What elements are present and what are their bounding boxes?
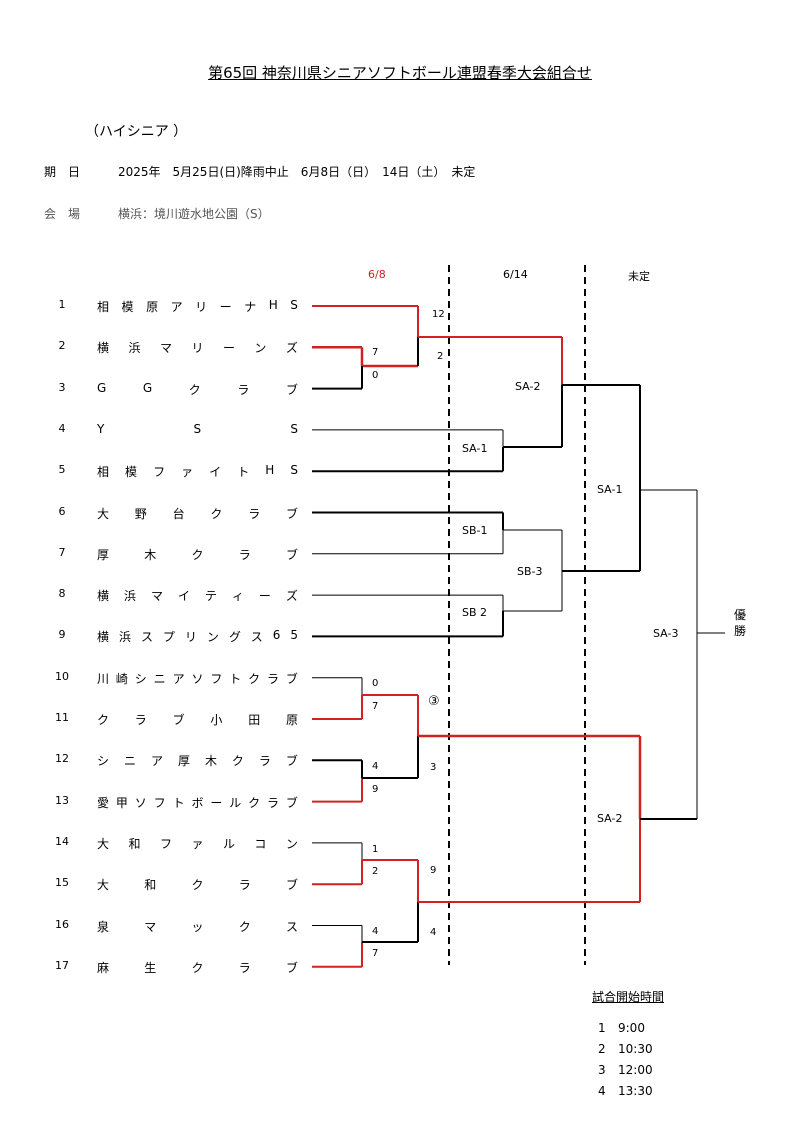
team-number: 9 — [58, 628, 66, 642]
venue-row: 会 場 横浜：境川遊水地公園（S） — [44, 205, 270, 222]
score: 1 — [372, 844, 379, 855]
score: 7 — [372, 701, 379, 712]
match-node-sb1: SB-1 — [462, 524, 488, 537]
score: 12 — [432, 309, 445, 320]
team-number: 6 — [58, 504, 66, 518]
start-time-row: 3 12:00 — [598, 1063, 653, 1077]
team-number: 2 — [58, 339, 66, 353]
score: 4 — [430, 927, 437, 938]
semifinal-node-sa2: SA-2 — [597, 812, 623, 825]
team-number: 17 — [55, 958, 69, 972]
score: 9 — [372, 784, 379, 795]
team-number: 3 — [58, 380, 66, 394]
team-number: 7 — [58, 545, 66, 559]
date-label: 期 日 — [44, 165, 81, 179]
final-node-sa3: SA-3 — [653, 627, 679, 640]
team-number: 14 — [55, 834, 69, 848]
game-number: 2 — [598, 1042, 606, 1056]
team-number: 13 — [55, 793, 69, 807]
team-number: 1 — [58, 298, 66, 311]
team-name: 横浜マイティーズ — [97, 589, 298, 604]
team-name: 大和ファルコン — [97, 836, 298, 851]
round-header-1: 6/8 — [368, 268, 386, 281]
date-value: 2025年 5月25日(日)降雨中止 6月8日（日） 14日（土） 未定 — [118, 165, 476, 179]
start-time: 13:30 — [618, 1084, 653, 1098]
page-title: 第65回 神奈川県シニアソフトボール連盟春季大会組合せ — [208, 64, 592, 82]
team-name: 大野台クラブ — [97, 506, 298, 521]
round-header-2: 6/14 — [503, 268, 528, 281]
score: 4 — [372, 926, 379, 937]
game-number: 3 — [598, 1063, 606, 1077]
score: 2 — [372, 866, 379, 877]
score: 4 — [372, 761, 379, 772]
team-name: 川崎シニアソフトクラブ — [97, 671, 298, 686]
team-number: 15 — [55, 876, 69, 890]
venue-label: 会 場 — [44, 207, 81, 221]
team-number: 12 — [55, 752, 69, 766]
date-row: 期 日 2025年 5月25日(日)降雨中止 6月8日（日） 14日（土） 未定 — [44, 163, 475, 180]
team-name: 厚木クラブ — [97, 547, 298, 562]
start-time-row: 4 13:30 — [598, 1084, 653, 1098]
team-name: 愛甲ソフトボールクラブ — [97, 795, 298, 810]
score: 3 — [430, 762, 437, 773]
semifinal-node-sa1: SA-1 — [597, 483, 623, 496]
team-name: 横浜マリーンズ — [97, 341, 298, 356]
start-time-row: 1 9:00 — [598, 1021, 645, 1035]
game-number: 1 — [598, 1021, 606, 1035]
venue-value: 横浜：境川遊水地公園（S） — [118, 207, 270, 221]
score: 7 — [372, 948, 379, 959]
score: 0 — [372, 678, 379, 689]
team-number: 5 — [58, 463, 66, 477]
team-name: 大和クラブ — [97, 878, 298, 893]
score: 2 — [437, 351, 444, 362]
match-node-sb3: SB-3 — [517, 565, 543, 578]
start-times-title: 試合開始時間 — [592, 990, 665, 1004]
team-number: 4 — [58, 421, 66, 435]
start-time: 10:30 — [618, 1042, 653, 1056]
team-number: 10 — [55, 669, 69, 683]
team-name: 泉マックス — [97, 919, 298, 934]
game-number-mark: ③ — [428, 694, 440, 709]
round-header-3: 未定 — [628, 270, 650, 283]
score: 7 — [372, 347, 379, 358]
team-name: 麻生クラブ — [97, 960, 298, 975]
division-title: （ハイシニア ） — [85, 124, 188, 140]
match-node-sa1: SA-1 — [462, 442, 488, 455]
match-node-sa2: SA-2 — [515, 380, 541, 393]
team-name: シニア厚木クラブ — [97, 754, 298, 769]
champion-label: 優 勝 — [734, 608, 747, 638]
team-name: クラブ小田原 — [97, 713, 298, 727]
team-number: 11 — [55, 711, 69, 724]
game-number: 4 — [598, 1084, 606, 1098]
team-number: 16 — [55, 917, 69, 931]
team-number: 8 — [58, 587, 66, 601]
start-time: 9:00 — [618, 1021, 645, 1035]
start-time: 12:00 — [618, 1063, 653, 1077]
match-node-sb2: SB 2 — [462, 606, 488, 619]
score: 9 — [430, 865, 437, 876]
start-time-row: 2 10:30 — [598, 1042, 653, 1056]
score: 0 — [372, 370, 379, 381]
